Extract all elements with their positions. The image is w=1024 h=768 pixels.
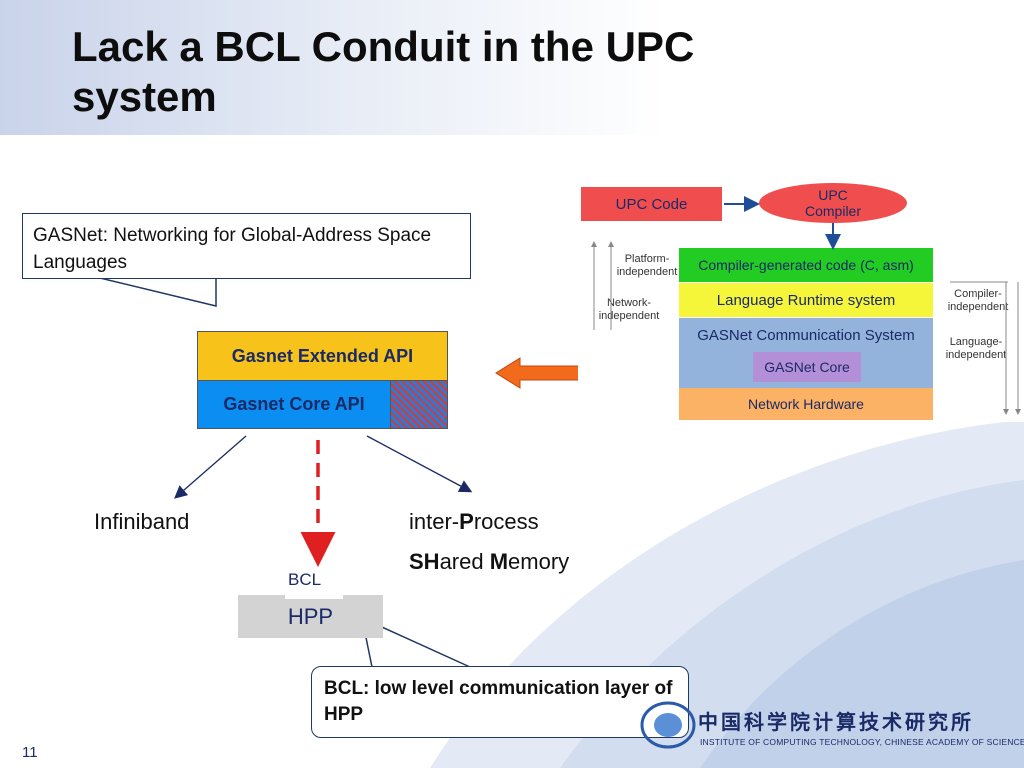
layer-compiler-generated: Compiler-generated code (C, asm) <box>679 248 933 282</box>
upc-compiler-ellipse: UPC Compiler <box>759 183 907 223</box>
upc-compiler-line-2: Compiler <box>804 203 861 219</box>
hpp-box: HPP <box>238 595 383 638</box>
layer-gasnet-core: GASNet Core <box>753 352 861 382</box>
platform-independent-label: Platform-independent <box>614 253 680 279</box>
platform-line-2: independent <box>616 266 678 278</box>
compiler-line-2: independent <box>947 301 1009 313</box>
ipc-bold-letter: P <box>459 509 474 534</box>
gasnet-extended-api: Gasnet Extended API <box>198 332 447 381</box>
infiniband-label: Infiniband <box>94 509 190 534</box>
page-number: 11 <box>22 744 38 761</box>
arrow-to-ipc <box>366 435 473 493</box>
network-independent-label: Network-independent <box>594 297 664 323</box>
shm-rest: emory <box>508 549 570 574</box>
compiler-line-1: Compiler- <box>954 288 1002 300</box>
ipc-prefix: inter- <box>409 509 460 534</box>
stack-connectors <box>591 196 1021 415</box>
network-line-2: independent <box>598 310 660 322</box>
language-line-2: independent <box>945 349 1007 361</box>
language-independent-label: Language-independent <box>934 336 1018 362</box>
shm-bold-2: M <box>489 549 509 574</box>
ipc-rest: rocess <box>473 509 539 534</box>
institute-logo-icon <box>640 701 696 749</box>
shm-label: SHared Memory <box>409 549 569 575</box>
ipc-label: inter-Process <box>409 509 539 535</box>
hpp-notch <box>285 589 343 599</box>
bcl-definition-callout: BCL: low level communication layer of HP… <box>311 666 689 738</box>
layer-gasnet: GASNet Communication System <box>679 318 933 388</box>
big-orange-arrow <box>495 357 585 389</box>
institute-name-en: INSTITUTE OF COMPUTING TECHNOLOGY, CHINE… <box>700 737 1024 747</box>
network-line-1: Network- <box>606 297 651 309</box>
title-line-1: Lack a BCL Conduit in the UPC <box>72 23 695 70</box>
shm-bold-1: SH <box>409 549 440 574</box>
title-line-2: system <box>72 73 217 120</box>
upc-stack-diagram: UPC Code UPC Compiler Compiler-generated… <box>578 180 1024 422</box>
slide-title: Lack a BCL Conduit in the UPC system <box>72 22 972 122</box>
gasnet-core-api: Gasnet Core API <box>198 381 390 428</box>
language-line-1: Language- <box>949 336 1003 348</box>
upc-code-box: UPC Code <box>581 187 722 221</box>
upc-compiler-line-1: UPC <box>818 187 848 203</box>
missing-conduit-slot <box>390 381 447 428</box>
header-band <box>0 0 1024 135</box>
arrow-to-infiniband <box>174 435 247 499</box>
compiler-independent-label: Compiler-independent <box>938 288 1018 314</box>
shm-mid: ared <box>439 549 490 574</box>
institute-name-cn: 中国科学院计算技术研究所 <box>698 710 974 734</box>
platform-line-1: Platform- <box>624 253 670 265</box>
layer-runtime: Language Runtime system <box>679 283 933 317</box>
gasnet-definition-callout: GASNet: Networking for Global-Address Sp… <box>22 213 471 279</box>
bcl-label: BCL <box>288 570 322 589</box>
gasnet-api-stack: Gasnet Extended API Gasnet Core API <box>197 331 448 429</box>
layer-network-hardware: Network Hardware <box>679 388 933 420</box>
